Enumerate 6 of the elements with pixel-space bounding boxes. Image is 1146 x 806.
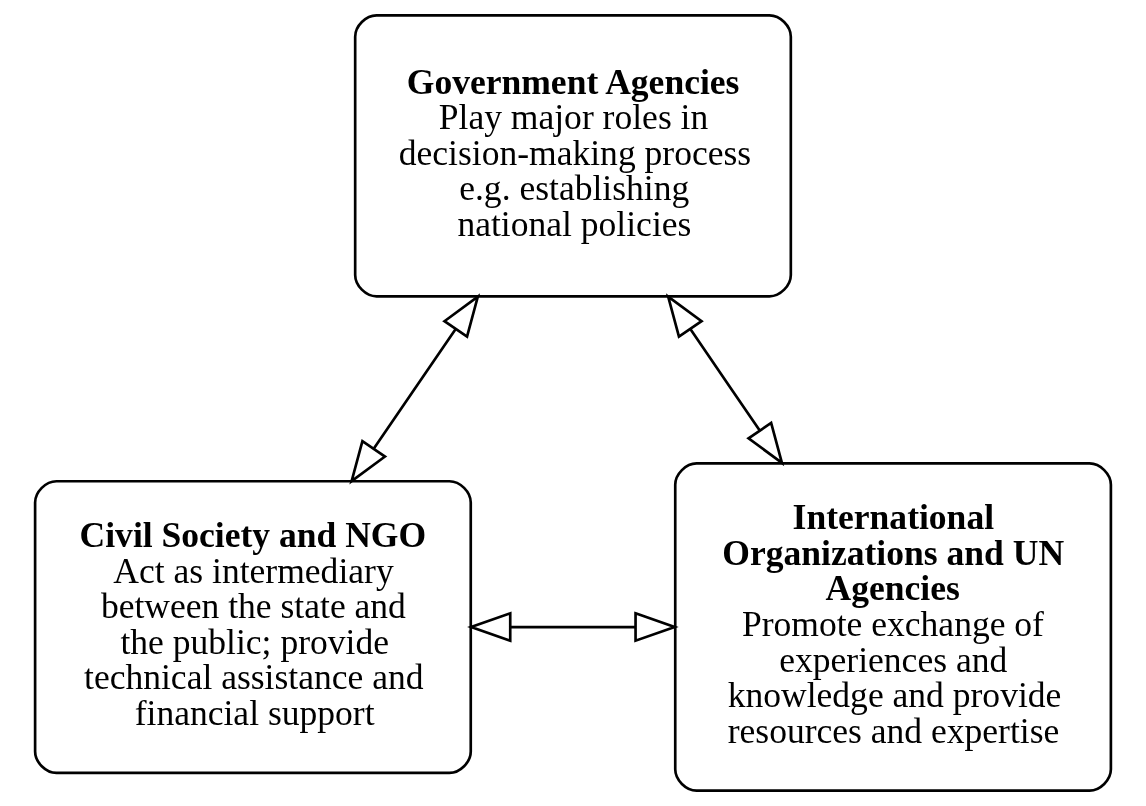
- arrow: [467, 611, 679, 643]
- arrow: [665, 293, 785, 467]
- node-box: Civil Society and NGO Act as intermediary between the state and the public; provide technical assistance and financial support: [33, 479, 473, 775]
- node-box: Government Agencies Play major roles in decision-making process e.g. establishing national policies: [353, 14, 793, 298]
- arrow: [349, 293, 481, 485]
- node-box: International Organizations and UN Agencies Promote exchange of experiences and knowledge and provide resources and expertise: [673, 462, 1113, 792]
